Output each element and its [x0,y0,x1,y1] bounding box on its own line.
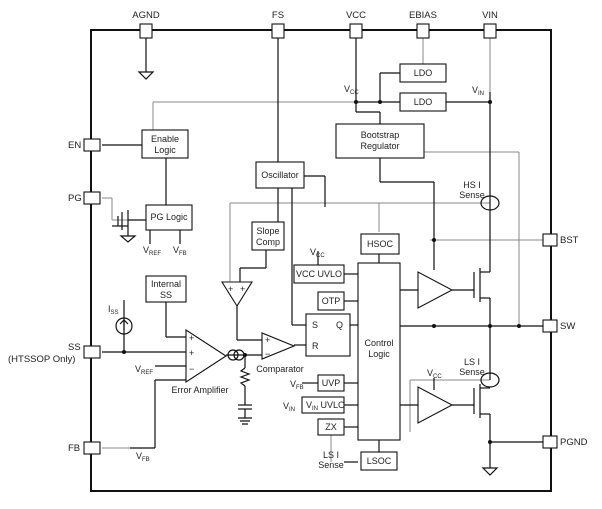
bootstrap-label-2: Regulator [360,141,399,151]
lsoc-block [360,451,398,471]
control-label-2: Logic [368,349,390,359]
pin-fb-label: FB [68,443,80,454]
control-label-1: Control [364,338,393,348]
ls-sense-coil [480,372,500,388]
ea-plus-1: + [189,333,194,343]
uvp-label: UVP [322,378,341,388]
pg-logic-block [145,204,193,231]
ldo-2-label: LDO [414,97,433,107]
ldo-1-label: LDO [414,68,433,78]
iss-label: ISS [108,304,119,316]
ea-plus-2: + [189,348,194,358]
hs-sense-label-2: Sense [459,190,485,200]
vcc-ls-driver-label: VCC [427,368,442,380]
enable-label-2: Logic [154,145,176,155]
vin-uvlo-block [301,396,345,414]
bootstrap-regulator-block [335,123,425,159]
pin-agnd-label: AGND [132,10,160,21]
vref-pg-label: VREF [143,245,161,257]
vfb-uvp-label: VFB [290,379,304,391]
pg-transistor-icon [117,212,123,230]
vcc-uvlo-input-label: VCC [310,247,325,259]
enable-logic-block [141,129,189,159]
current-sense-amplifier [221,281,253,308]
zx-label: ZX [325,422,337,432]
ls-sense-label-2: Sense [459,367,485,377]
slope-label-1: Slope [256,226,279,236]
otp-label: OTP [322,296,341,306]
current-source-icon [115,317,133,335]
ls-sense-zx-label-1: LS I [323,450,339,460]
ground-symbols [119,71,499,476]
internal-ss-label-2: SS [160,290,172,300]
vfb-pg-label: VFB [173,245,187,257]
csa-plus-left: + [228,284,233,294]
error-amplifier [185,328,228,384]
ldo-block-1 [399,63,447,83]
hs-sense-label-1: HS I [463,180,481,190]
sr-latch-block [305,313,351,357]
slope-comp-block [251,221,285,251]
ls-sense-zx-label-2: Sense [318,460,344,470]
vin-node-label: VIN [472,85,484,97]
pin-en-label: EN [68,140,81,151]
otp-block [317,291,345,311]
pin-sw-label: SW [560,321,575,332]
csa-plus-right: + [240,284,245,294]
vin-uvlo-input-label: VIN [283,401,295,413]
hs-sense-coil [480,195,500,211]
oscillator-block [255,161,305,189]
pins [83,23,558,455]
ls-sense-label-1: LS I [464,357,480,367]
comparator-label: Comparator [256,364,304,374]
pin-pg-label: PG [68,193,82,204]
enable-label-1: Enable [151,134,179,144]
vcc-node-label: VCC [344,84,359,96]
vfb-fb-label: VFB [136,451,150,463]
pin-vin-label: VIN [482,10,498,21]
lsoc-label: LSOC [367,456,392,466]
slope-label-2: Comp [256,237,280,247]
comp-plus: + [265,335,270,345]
sr-r-label: R [312,341,319,351]
chip-outline [90,29,552,492]
vcc-uvlo-block [293,264,345,284]
vref-ea-label: VREF [135,364,153,376]
uvp-block [317,374,345,392]
vcc-uvlo-label: VCC UVLO [296,269,342,279]
hs-driver [417,271,454,309]
pin-vcc-label: VCC [346,10,366,21]
pin-ebias-label: EBIAS [409,10,437,21]
internal-ss-label-1: Internal [151,279,181,289]
zx-block [317,418,345,436]
resistor [239,367,251,387]
internal-ss-block [145,275,187,303]
comp-minus: − [265,349,270,359]
ldo-block-2 [399,92,447,112]
sr-s-label: S [312,320,318,330]
pin-ss-label: SS [68,342,81,353]
hsoc-label: HSOC [367,239,394,249]
error-amplifier-label: Error Amplifier [171,385,228,395]
ls-driver [417,386,454,424]
pin-fs-label: FS [272,10,284,21]
hsoc-block [360,233,400,255]
bootstrap-label-1: Bootstrap [361,130,400,140]
gm-symbol-icon [227,349,245,361]
control-logic-block [357,262,401,441]
oscillator-label: Oscillator [261,170,299,180]
pin-bst-label: BST [560,235,579,246]
comparator [261,332,296,360]
pin-pgnd-label: PGND [560,437,588,448]
ea-minus: − [189,364,194,374]
pg-logic-label: PG Logic [150,212,188,222]
pin-ss-note: (HTSSOP Only) [8,354,75,365]
vin-uvlo-label: VIN UVLO [306,400,345,412]
sr-q-label: Q [336,320,343,330]
